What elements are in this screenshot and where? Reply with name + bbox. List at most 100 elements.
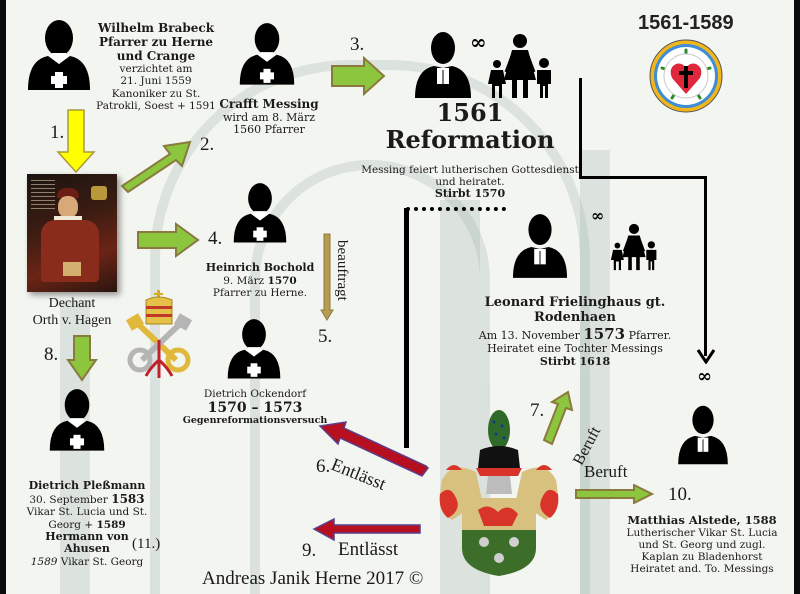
step-9-label: 9. (302, 540, 317, 561)
ockendorf-detail: Gegenreformationsversuch (182, 415, 328, 427)
connector-line (704, 176, 707, 356)
frielinghaus-death: Stirbt 1618 (539, 354, 611, 368)
green-arrow-step-8 (66, 335, 98, 382)
beruft-label-10: Beruft (584, 462, 628, 481)
frielinghaus-name: Leonard Frielinghaus gt. (484, 295, 666, 310)
bochold-label: Heinrich Bochold 9. März 1570 Pfarrer zu… (200, 261, 320, 299)
portrait-hands (63, 262, 81, 276)
green-arrow-step-2 (120, 140, 192, 194)
portrait-crest (91, 186, 107, 200)
lutheran-pastor-icon (512, 212, 568, 280)
ahusen-detail: Vikar St. Georg (57, 555, 144, 568)
lutheran-pastor-icon (414, 30, 472, 100)
coat-of-arms-icon (439, 410, 559, 576)
catholic-priest-icon (238, 20, 296, 86)
messing-death: Stirbt 1570 (434, 187, 506, 201)
frielinghaus-detail: Heiratet eine Tochter Messings (487, 342, 663, 356)
plessmann-label: Dietrich Pleßmann 30. September 1583 Vik… (22, 479, 152, 568)
family-icon (484, 32, 556, 100)
frielinghaus-name-cont: Rodenhaen (534, 309, 616, 325)
ahusen-year: 1589 (30, 555, 58, 568)
brabeck-detail: Kanoniker zu St. (111, 87, 201, 100)
alstede-name: Matthias Alstede, 1588 (627, 513, 777, 527)
dechant-name: Orth v. Hagen (32, 312, 112, 328)
green-arrow-step-10 (575, 484, 654, 504)
luther-rose-icon (649, 39, 723, 113)
ockendorf-name: Dietrich Ockendorf (203, 388, 307, 400)
catholic-priest-icon (48, 384, 106, 454)
frielinghaus-label: Leonard Frielinghaus gt. Rodenhaen Am 13… (460, 295, 690, 368)
connector-line (579, 78, 582, 178)
alstede-detail: Kaplan zu Bladenhorst (641, 551, 763, 564)
reformation-year: 1561 (436, 98, 504, 127)
dechant-label: Dechant Orth v. Hagen (14, 296, 130, 330)
brabeck-detail: 21. Juni 1559 (120, 75, 192, 88)
brabeck-title-cont: und Crange (116, 48, 196, 63)
catholic-priest-icon (26, 18, 92, 90)
brabeck-detail: verzichtet am (119, 63, 193, 76)
step-2-label: 2. (200, 134, 215, 155)
family-icon (608, 222, 660, 272)
dotted-connector (406, 207, 506, 211)
alstede-detail: und St. Georg und zugl. (638, 539, 766, 552)
catholic-priest-icon (232, 178, 288, 246)
portrait-inscription (31, 180, 55, 210)
beauftragt-arrow-down (320, 233, 334, 321)
messing-detail: 1560 Pfarrer (233, 123, 305, 137)
step-8-label: 8. (44, 344, 59, 365)
plessmann-date: 30. September (29, 493, 112, 506)
plessmann-death-year: 1589 (96, 518, 126, 531)
catholic-priest-icon (226, 314, 282, 382)
period-title: 1561-1589 (638, 12, 734, 34)
dechant-title: Dechant (48, 296, 96, 311)
ockendorf-years: 1570 – 1573 (207, 400, 303, 417)
frielinghaus-year: 1573 (583, 324, 626, 343)
step-5-label: 5. (318, 326, 333, 347)
step-4-label: 4. (208, 228, 223, 249)
beauftragt-label: beauftragt (334, 240, 350, 301)
vertical-connector (404, 208, 409, 448)
step-10-label: 10. (668, 484, 692, 505)
messing-detail: wird am 8. März (222, 110, 316, 124)
bochold-name: Heinrich Bochold (205, 261, 315, 274)
messing-name: Crafft Messing (219, 97, 319, 111)
reformation-block: 1561 Reformation (370, 98, 570, 155)
brabeck-name: Wilhelm Brabeck (97, 21, 215, 35)
red-arrow-step-6 (318, 421, 429, 477)
lutheran-pastor-icon (674, 404, 732, 466)
dechant-portrait (27, 174, 117, 292)
green-arrow-step-4 (137, 222, 200, 258)
step-6-label: 6. (316, 456, 331, 477)
alstede-detail: Lutherischer Vikar St. Lucia (626, 527, 778, 540)
step-3-label: 3. (350, 34, 365, 55)
portrait-face (58, 196, 78, 218)
bochold-date: 9. März (223, 274, 268, 287)
background-pillar (580, 150, 610, 594)
frielinghaus-date: Am 13. November (478, 328, 584, 342)
brabeck-label: Wilhelm Brabeck Pfarrer zu Herne und Cra… (96, 21, 216, 112)
step-1-label: 1. (50, 122, 65, 143)
bochold-year: 1570 (267, 274, 297, 287)
plessmann-year: 1583 (111, 491, 145, 506)
green-arrow-step-3 (331, 56, 386, 96)
ahusen-name: Hermann von (45, 529, 129, 543)
brabeck-detail: Patrokli, Soest + 1591 (96, 99, 216, 112)
yellow-arrow-down (56, 109, 96, 174)
entlaesst-label-9: Entlässt (338, 539, 399, 560)
messing-label: Crafft Messing wird am 8. März 1560 Pfar… (214, 97, 324, 137)
plessmann-name: Dietrich Pleßmann (28, 479, 146, 492)
marriage-symbol: ∞ (470, 30, 487, 54)
alstede-label: Matthias Alstede, 1588 Lutherischer Vika… (612, 513, 792, 576)
arrowhead-down-icon (696, 349, 716, 364)
connector-line (579, 176, 707, 179)
portrait-hat (57, 188, 79, 198)
alstede-detail: Heiratet and. To. Messings (630, 563, 774, 576)
bochold-detail: Pfarrer zu Herne. (212, 286, 308, 299)
portrait-collar (54, 216, 82, 221)
reformation-detail: Messing feiert lutherischen Gottesdienst… (350, 164, 590, 201)
papal-keys-emblem-icon (126, 290, 192, 378)
plessmann-detail: Georg + (48, 518, 97, 531)
reformation-detail-line: Messing feiert lutherischen Gottesdienst (361, 164, 579, 176)
reformation-title: Reformation (385, 125, 555, 155)
